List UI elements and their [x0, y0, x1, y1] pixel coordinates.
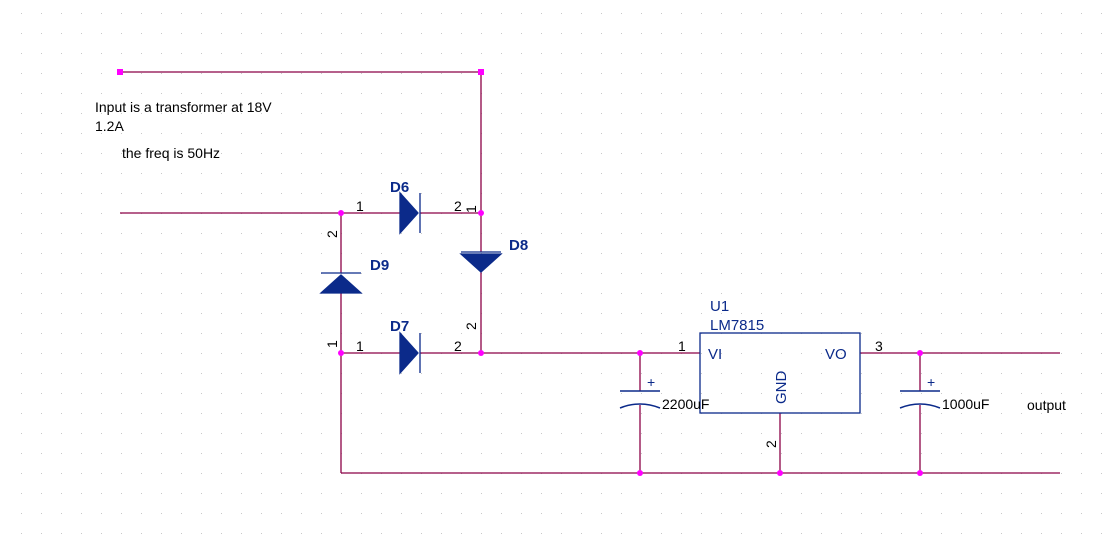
note-line-1: Input is a transformer at 18V	[95, 99, 272, 115]
ref-d9: D9	[370, 257, 389, 274]
pin-d6-2: 2	[454, 198, 462, 214]
note-line-2: 1.2A	[95, 118, 124, 134]
diode-d6-body	[399, 191, 419, 235]
junction	[917, 470, 923, 476]
pin-d8-2: 2	[463, 322, 479, 330]
diodes	[319, 191, 503, 375]
ref-d6: D6	[390, 179, 409, 196]
regulator-ref: U1	[710, 298, 729, 315]
pin-u1-2: 2	[763, 440, 779, 448]
pin-d7-2: 2	[454, 338, 462, 354]
cap-in-value: 2200uF	[662, 396, 709, 412]
junction	[637, 350, 643, 356]
grid-dots	[21, 13, 1102, 534]
wires	[120, 71, 1060, 474]
pin-d8-1: 1	[463, 205, 479, 213]
capacitors	[619, 390, 941, 409]
regulator-u1-body	[699, 332, 861, 414]
regulator-gnd-label: GND	[773, 371, 790, 405]
pin-u1-1: 1	[678, 338, 686, 354]
diode-d9-body	[319, 274, 363, 294]
diode-d8-body	[459, 253, 503, 273]
junction	[338, 350, 344, 356]
junction	[478, 210, 484, 216]
regulator-vo-label: VO	[825, 346, 847, 363]
cap-out-plus: +	[927, 374, 935, 390]
terminal-left	[117, 69, 123, 75]
junction	[478, 350, 484, 356]
cap-out-plate-bottom	[899, 403, 941, 409]
junction	[777, 470, 783, 476]
pin-d6-1: 1	[356, 198, 364, 214]
junction	[917, 350, 923, 356]
ref-d7: D7	[390, 318, 409, 335]
diode-d7-body	[399, 331, 419, 375]
note-line-3: the freq is 50Hz	[122, 145, 220, 161]
regulator-part: LM7815	[710, 317, 764, 334]
junctions	[117, 69, 923, 476]
pin-d9-1: 1	[324, 340, 340, 348]
pin-d9-2: 2	[324, 230, 340, 238]
cap-in-plus: +	[647, 374, 655, 390]
output-label: output	[1027, 397, 1066, 413]
pin-d7-1: 1	[356, 338, 364, 354]
cap-out-value: 1000uF	[942, 396, 989, 412]
pin-u1-3: 3	[875, 338, 883, 354]
cap-in-plate-bottom	[619, 403, 661, 409]
regulator-vi-label: VI	[708, 346, 722, 363]
junction	[637, 470, 643, 476]
terminal-right	[478, 69, 484, 75]
ref-d8: D8	[509, 237, 528, 254]
junction	[338, 210, 344, 216]
